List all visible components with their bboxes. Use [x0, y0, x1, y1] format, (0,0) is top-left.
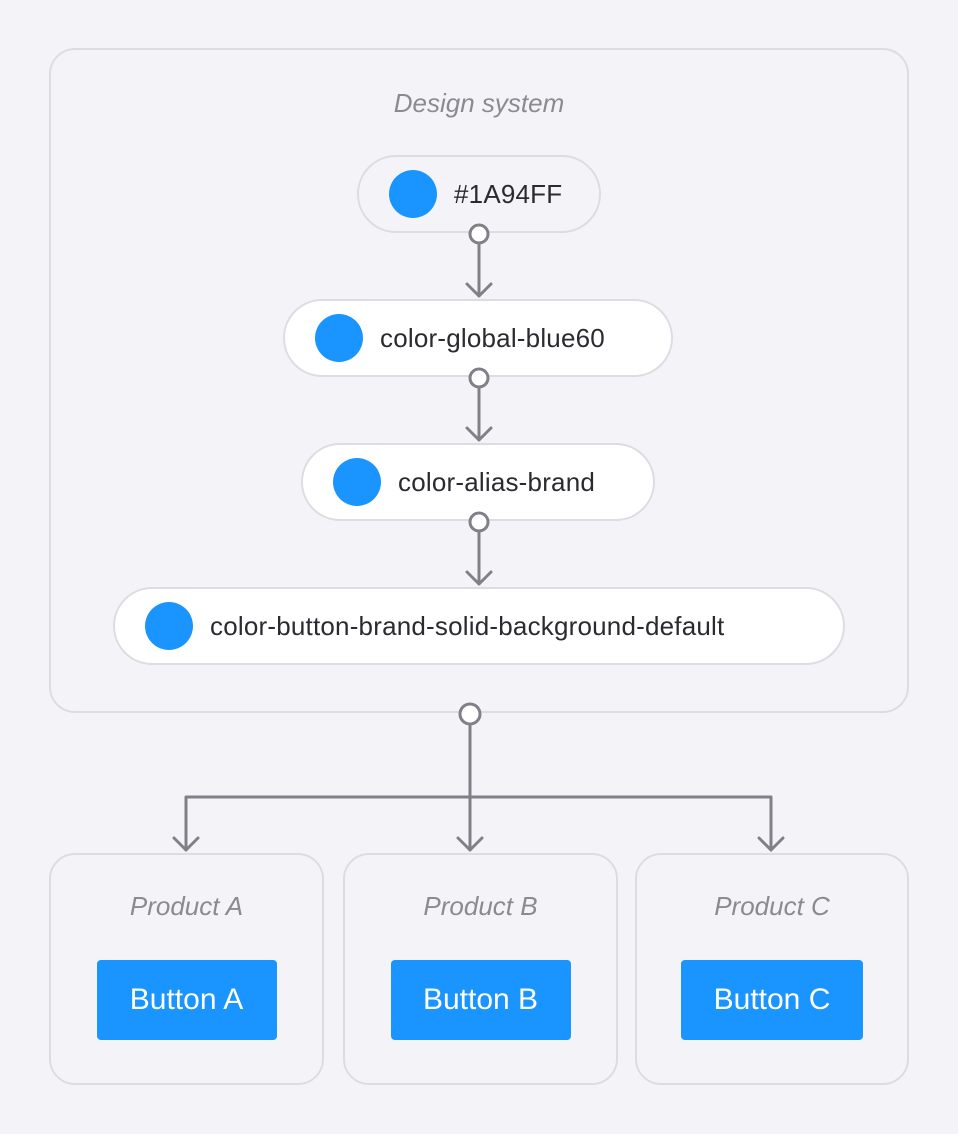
- color-swatch-icon: [315, 314, 363, 362]
- product-b-panel: Product B Button B: [343, 853, 618, 1085]
- button-a[interactable]: Button A: [96, 960, 277, 1040]
- product-c-panel: Product C Button C: [635, 853, 909, 1085]
- token-label: color-alias-brand: [398, 466, 596, 497]
- product-c-title: Product C: [714, 891, 830, 921]
- connector-design-system-to-products: [172, 702, 785, 852]
- token-root-hex: #1A94FF: [357, 155, 601, 233]
- token-label: color-global-blue60: [380, 322, 605, 353]
- token-component: color-button-brand-solid-background-defa…: [113, 587, 845, 665]
- design-system-title: Design system: [393, 88, 565, 118]
- token-label: color-button-brand-solid-background-defa…: [210, 610, 725, 641]
- token-global: color-global-blue60: [283, 299, 673, 377]
- token-alias: color-alias-brand: [301, 443, 655, 521]
- color-swatch-icon: [145, 602, 193, 650]
- product-a-title: Product A: [129, 891, 244, 921]
- token-label: #1A94FF: [454, 178, 563, 209]
- button-b[interactable]: Button B: [390, 960, 571, 1040]
- button-c[interactable]: Button C: [681, 960, 863, 1040]
- product-b-title: Product B: [423, 891, 538, 921]
- product-a-panel: Product A Button A: [49, 853, 324, 1085]
- color-swatch-icon: [389, 170, 437, 218]
- color-swatch-icon: [333, 458, 381, 506]
